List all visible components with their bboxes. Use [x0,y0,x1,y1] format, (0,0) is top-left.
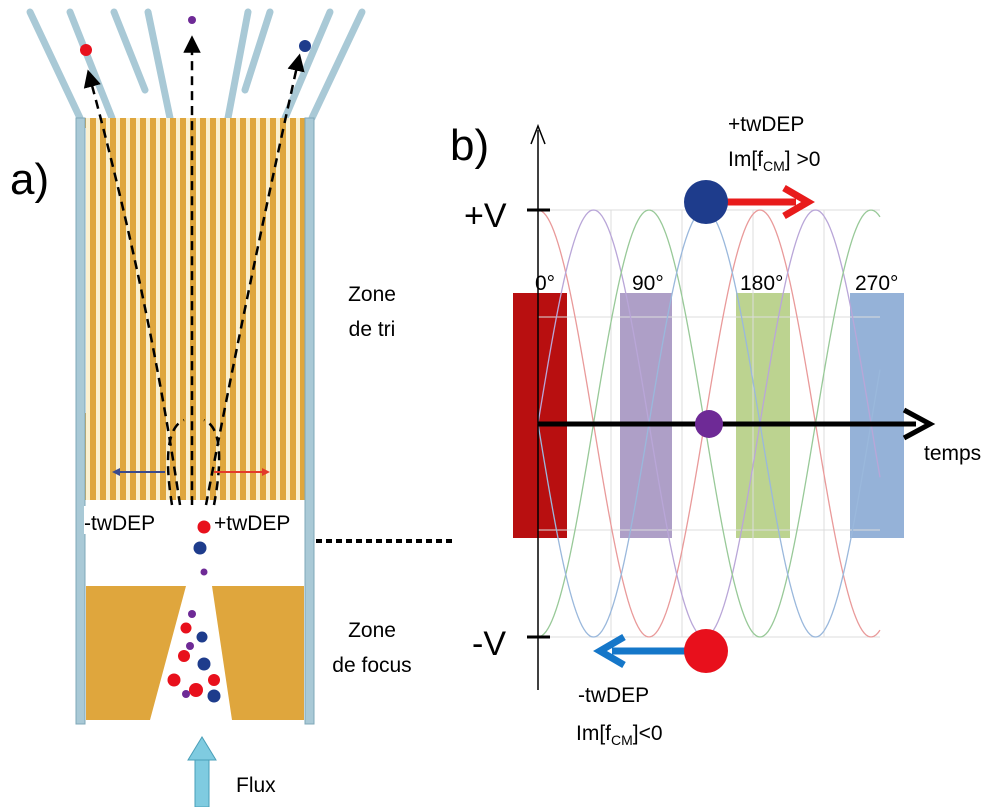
y-axis-arrowhead [530,123,546,145]
focus-electrode-left [86,586,186,720]
time-axis-arrowhead [902,407,936,441]
flux-label: Flux [236,774,276,797]
panel-b-label: b) [450,121,489,170]
panel-a: a) Zone de tri Zone de focus -twDEP +twD… [10,8,452,807]
channel-wall-right [304,117,315,725]
zone-focus-label-line2: de focus [332,654,411,677]
plus-twdep-label-a: +twDEP [214,512,290,535]
particles-mid [193,520,211,576]
minus-v-label: -V [472,625,506,663]
phase-bar-90 [620,293,672,538]
phase-bar-0 [513,293,567,538]
focus-electrode-right [212,586,304,720]
particle-purple-sorted [188,16,196,24]
particle-trajectories [83,35,305,506]
waveform-phase-2 [537,209,881,638]
minus-twdep-label-b: -twDEP [578,684,649,707]
minus-twdep-label-a: -twDEP [84,512,155,535]
phase-label-90: 90° [632,272,664,295]
time-label: temps [924,442,981,465]
phase-label-0: 0° [535,272,555,295]
waveform-phase-0 [537,209,881,638]
particle-purple-center [695,410,723,438]
zone-focus-label-line1: Zone [348,619,396,642]
plus-condition-label: Im[fCM] >0 [728,148,820,174]
channel-wall-left [75,117,86,725]
plus-v-label: +V [464,197,507,235]
particle-red-sorted [80,44,92,56]
plus-twdep-label-b: +twDEP [728,113,804,136]
zone-sort-label-line1: Zone [348,283,396,306]
sorting-electrode [84,118,306,500]
outlet-channels [26,8,366,122]
phase-label-180: 180° [740,272,783,295]
phase-label-270: 270° [855,272,898,295]
plus-twdep-arrow [722,184,815,220]
particle-blue-sorted [299,40,311,52]
particle-red-negative [684,629,728,673]
panel-a-label: a) [10,155,49,204]
panel-b: b) +V -V temps 0° 90° 180° 270° +twDEP I… [450,113,981,748]
lateral-force-arrows [112,468,270,476]
zone-sort-label-line2: de tri [349,318,396,341]
particle-blue-positive [684,180,728,224]
particles-focus [167,610,221,703]
flux-arrow [187,736,217,807]
minus-twdep-bg [84,506,180,534]
minus-twdep-arrow [593,633,686,669]
minus-condition-label: Im[fCM]<0 [576,722,663,748]
